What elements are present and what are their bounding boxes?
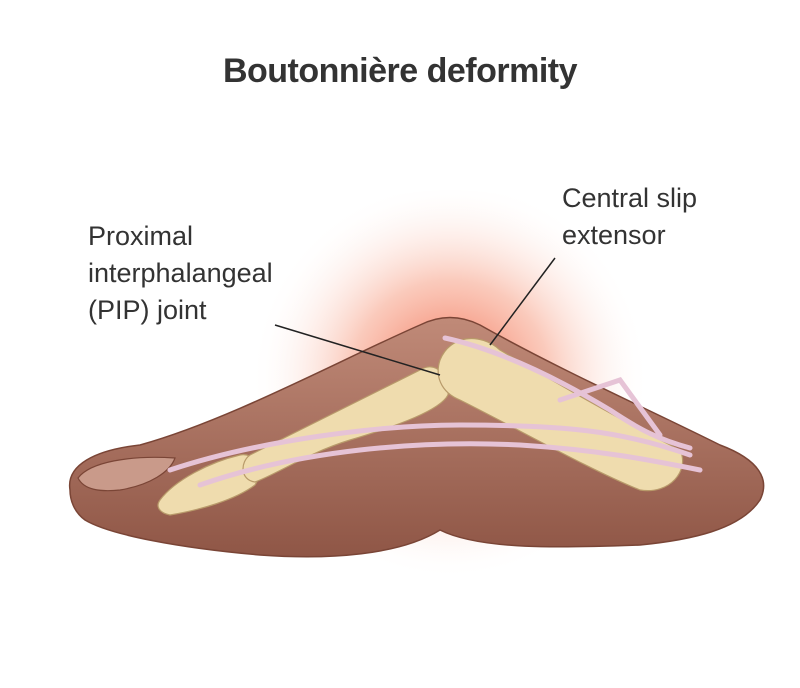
pip-leader-line: [274, 324, 441, 376]
middle-phalanx-bone: [242, 366, 449, 483]
finger-skin: [68, 316, 765, 558]
pip-joint-label: Proximal interphalangeal (PIP) joint: [88, 218, 273, 329]
central-slip-label-line: Central slip: [562, 183, 698, 213]
tendons: [167, 335, 703, 488]
pip-label-line: interphalangeal: [88, 258, 273, 288]
central-slip-leader-line: [489, 257, 556, 346]
diagram-title: Boutonnière deformity: [222, 52, 578, 90]
central-slip-label: Central slip extensor: [562, 180, 697, 254]
proximal-phalanx-bone: [437, 337, 684, 492]
fingernail: [77, 456, 176, 492]
pip-label-line: Proximal: [88, 221, 194, 251]
central-slip-label-line: extensor: [562, 220, 666, 250]
pip-label-line: (PIP) joint: [88, 295, 207, 325]
distal-phalanx-bone: [157, 454, 260, 516]
